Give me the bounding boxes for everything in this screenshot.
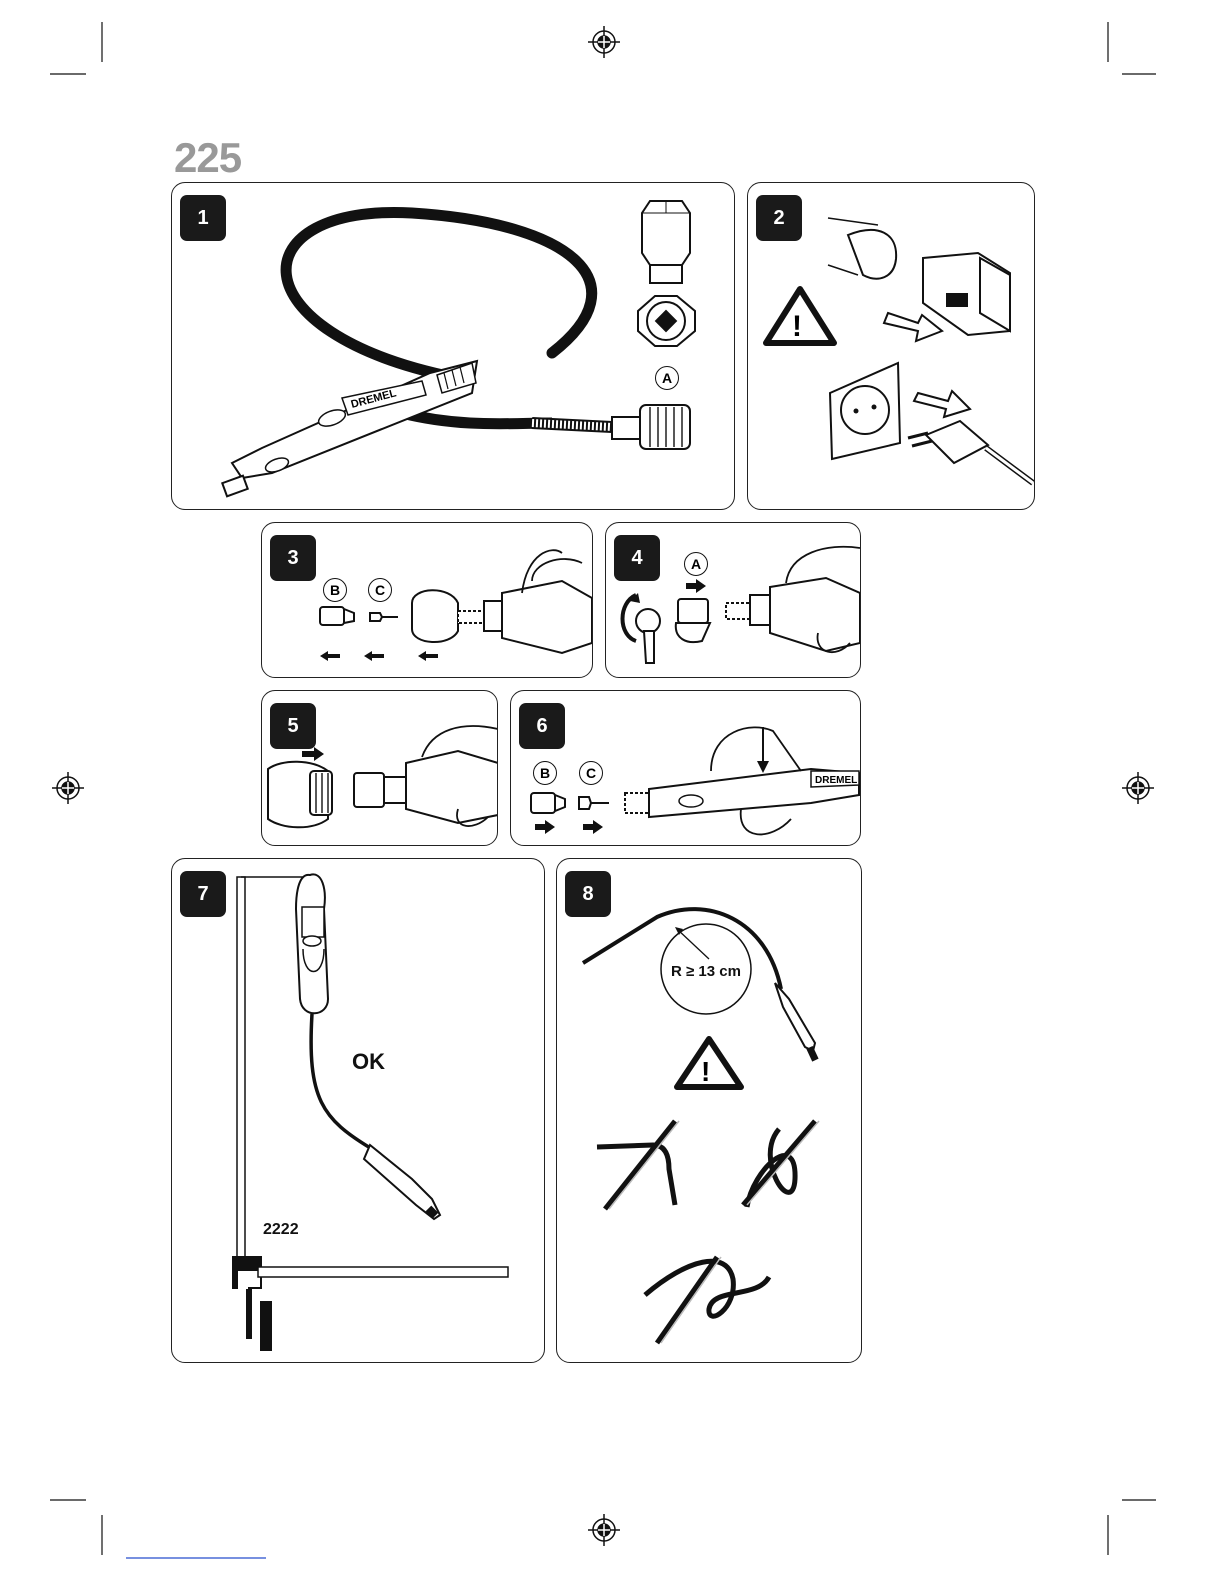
bend-radius-label: R ≥ 13 cm bbox=[671, 963, 741, 980]
panel-step-6: 6 B C DREMEL bbox=[510, 690, 861, 846]
model-label: 2222 bbox=[263, 1221, 299, 1239]
insert-collet-illustration: DREMEL bbox=[511, 691, 861, 846]
panel-step-3: 3 B C bbox=[261, 522, 593, 678]
battery-icon bbox=[923, 253, 1010, 335]
remove-collet-illustration bbox=[262, 523, 593, 678]
panel-step-7: 7 OK 2222 bbox=[171, 858, 545, 1363]
attach-adapter-illustration bbox=[606, 523, 861, 678]
panel-step-4: 4 A bbox=[605, 522, 861, 678]
registration-mark-icon bbox=[588, 26, 620, 58]
arrow-icon bbox=[302, 747, 324, 761]
registration-mark-icon bbox=[52, 772, 84, 804]
panel-step-1: 1 DREMEL A bbox=[171, 182, 735, 510]
page-title: 225 bbox=[174, 134, 241, 182]
registration-mark-icon bbox=[1122, 772, 1154, 804]
unplug-illustration: ! bbox=[748, 183, 1035, 510]
panel-step-8: 8 ! R ≥ 13 cm bbox=[556, 858, 862, 1363]
panel-step-5: 5 bbox=[261, 690, 498, 846]
registration-mark-icon bbox=[588, 1514, 620, 1546]
forbidden-cross-icon bbox=[645, 1257, 769, 1343]
hex-key-icon bbox=[636, 609, 660, 663]
svg-text:!: ! bbox=[701, 1056, 710, 1087]
plug-icon bbox=[908, 421, 1033, 483]
callout-label-a: A bbox=[655, 366, 679, 390]
svg-text:!: ! bbox=[792, 310, 802, 343]
ok-label: OK bbox=[352, 1049, 385, 1075]
forbidden-cross-icon bbox=[743, 1121, 819, 1207]
panel-step-2: 2 ! bbox=[747, 182, 1035, 510]
brand-label: DREMEL bbox=[815, 775, 857, 786]
hanger-stand-illustration bbox=[172, 859, 545, 1363]
arrow-icon bbox=[418, 651, 438, 661]
wall-socket-icon bbox=[830, 363, 900, 459]
forbidden-cross-icon bbox=[597, 1121, 679, 1209]
arrow-icon bbox=[535, 820, 555, 834]
warning-triangle-icon: ! bbox=[766, 289, 834, 343]
bend-radius-illustration: ! bbox=[557, 859, 862, 1363]
flex-shaft-illustration: DREMEL bbox=[172, 183, 735, 510]
arrow-icon bbox=[583, 820, 603, 834]
arrow-icon bbox=[364, 651, 384, 661]
warning-triangle-icon: ! bbox=[677, 1039, 741, 1087]
screw-on-coupling-illustration bbox=[262, 691, 498, 846]
arrow-icon bbox=[320, 651, 340, 661]
arrow-icon bbox=[686, 579, 706, 593]
